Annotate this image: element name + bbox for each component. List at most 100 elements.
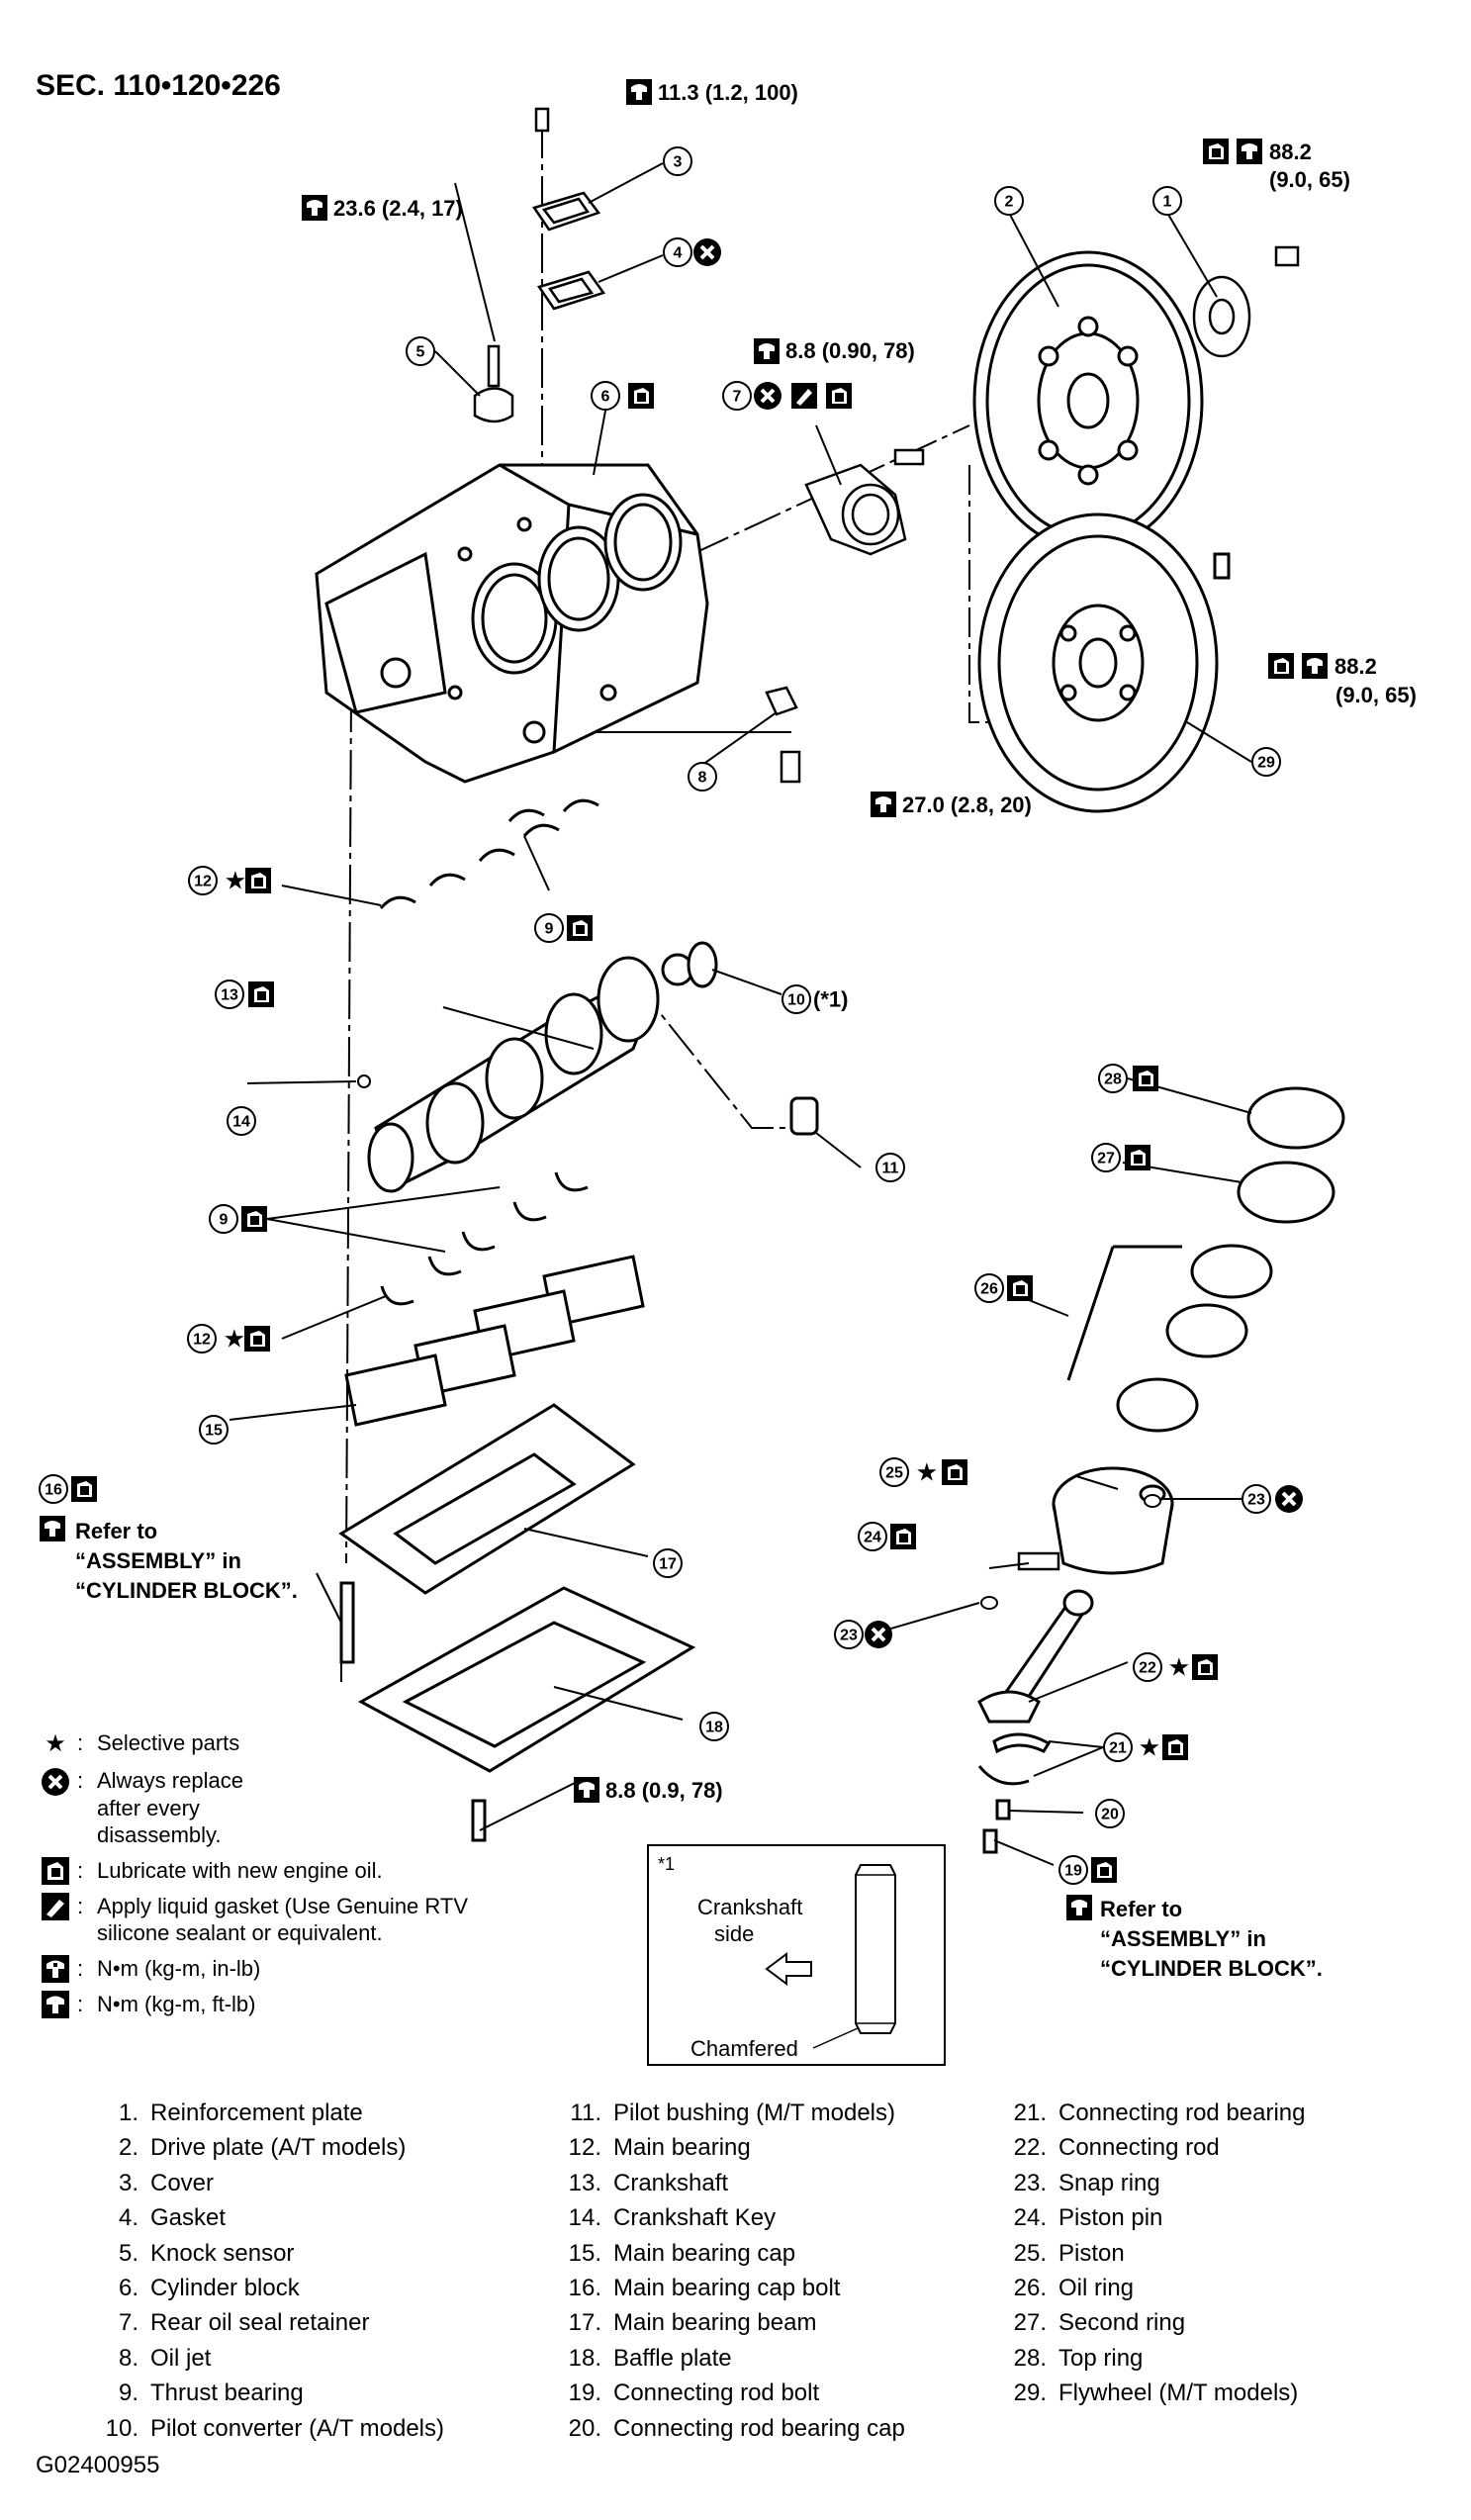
list-item: 28.Top ring	[1013, 2344, 1144, 2372]
torque-ftlb-icon	[871, 792, 896, 817]
callout-4-num: 4	[674, 245, 683, 262]
list-item: 21.Connecting rod bearing	[1013, 2100, 1306, 2126]
gasket-icon	[791, 383, 817, 409]
legend-row-gasket: : Apply liquid gasket (Use Genuine RTV s…	[34, 1892, 588, 1947]
oil-icon	[1162, 1734, 1188, 1760]
callout-5	[406, 336, 435, 366]
detail-box: *1 Crankshaft side Chamfered	[647, 1844, 946, 2066]
arrow-left-icon	[765, 1952, 812, 1986]
torque-ftlb-icon	[1237, 139, 1262, 164]
torque-ftlb-icon	[1066, 1895, 1092, 1920]
callout-8-num: 8	[698, 770, 707, 787]
callout-10-note: (*1)	[813, 987, 848, 1012]
knock-sensor-drawing	[473, 344, 514, 423]
callout-25	[879, 1457, 909, 1487]
torque-oil-jet: 27.0 (2.8, 20)	[902, 793, 1032, 817]
callout-22-num: 22	[1139, 1660, 1156, 1677]
list-item: 27.Second ring	[1013, 2309, 1186, 2337]
callout-3	[663, 146, 692, 176]
oil-icon	[1007, 1275, 1033, 1301]
callout-27-num: 27	[1097, 1151, 1115, 1167]
list-item: 14.Crankshaft Key	[568, 2204, 777, 2232]
list-item: 20.Connecting rod bearing cap	[568, 2414, 905, 2442]
refer-right-1: Refer to	[1100, 1897, 1182, 1921]
callout-14-num: 14	[232, 1114, 250, 1131]
star-12b: ★	[225, 1327, 244, 1352]
oil-icon	[567, 915, 593, 941]
list-item: 15.Main bearing cap	[568, 2239, 796, 2267]
main-axis-line	[345, 692, 352, 1564]
oil-icon	[1192, 1654, 1218, 1680]
callout-20-num: 20	[1101, 1807, 1119, 1823]
callout-13-num: 13	[221, 987, 238, 1004]
callout-24-num: 24	[864, 1530, 881, 1546]
callout-5-num: 5	[416, 344, 425, 361]
gasket-icon	[34, 1892, 77, 1920]
cylinder-block-drawing	[315, 463, 709, 784]
oil-icon	[241, 1206, 267, 1232]
callout-15-num: 15	[205, 1423, 223, 1440]
torque-drive-plate-a: 88.2	[1269, 140, 1312, 164]
lower-main-bearings	[380, 1171, 589, 1306]
callout-24	[858, 1522, 887, 1551]
callout-9b	[209, 1204, 238, 1234]
figure-id: G02400955	[36, 2452, 160, 2478]
oil-icon	[34, 1856, 77, 1885]
callout-23a-num: 23	[1247, 1492, 1265, 1509]
torque-ftlb-icon	[302, 195, 327, 221]
baffle-plate-drawing	[357, 1586, 696, 1842]
callout-28-num: 28	[1104, 1072, 1122, 1088]
callout-26-num: 26	[980, 1281, 998, 1298]
list-item: 18.Baffle plate	[568, 2344, 732, 2372]
callout-20	[1095, 1799, 1125, 1828]
callout-23b	[834, 1620, 864, 1649]
reinforcement-plate-drawing	[1192, 245, 1300, 358]
callout-19-num: 19	[1064, 1863, 1082, 1880]
callout-22	[1133, 1652, 1162, 1682]
torque-baffle: 8.8 (0.9, 78)	[605, 1778, 723, 1803]
legend-row-selective: ★ : Selective parts	[34, 1729, 588, 1759]
callout-23a	[1241, 1484, 1271, 1514]
callout-1-num: 1	[1163, 194, 1172, 211]
detail-chamfered-label: Chamfered	[690, 2036, 798, 2061]
callout-21	[1103, 1732, 1133, 1762]
snap-ring-drawing	[1144, 1494, 1161, 1508]
callout-12a-num: 12	[194, 874, 212, 890]
star-12a: ★	[226, 869, 245, 893]
callout-10-num: 10	[787, 992, 805, 1009]
parts-list-col1: 1.Reinforcement plate 2.Drive plate (A/T…	[69, 2096, 444, 2446]
oil-icon	[890, 1524, 916, 1549]
list-item: 1.Reinforcement plate	[118, 2100, 363, 2126]
torque-ftlb-icon	[1302, 653, 1328, 679]
callout-26	[974, 1273, 1004, 1303]
oil-icon	[1203, 139, 1229, 164]
list-item: 22.Connecting rod	[1013, 2134, 1220, 2162]
list-item: 3.Cover	[118, 2169, 215, 2196]
callout-16-num: 16	[45, 1482, 62, 1499]
callout-12b-num: 12	[193, 1332, 211, 1349]
oil-icon	[244, 1326, 270, 1352]
callout-21-num: 21	[1109, 1740, 1127, 1757]
legend-row-torque-ftlb: : N•m (kg-m, ft-lb)	[34, 1990, 588, 2018]
list-item: 19.Connecting rod bolt	[568, 2380, 820, 2407]
callout-11	[875, 1153, 905, 1182]
callout-18	[699, 1712, 729, 1741]
callout-8	[688, 762, 717, 792]
oil-jet-drawing	[765, 686, 801, 784]
torque-inlb-icon	[34, 1954, 77, 1983]
oil-icon	[942, 1459, 967, 1485]
callout-23b-num: 23	[840, 1628, 858, 1644]
torque-drive-plate-b: (9.0, 65)	[1269, 167, 1350, 192]
parts-list-col2: 11.Pilot bushing (M/T models) 12.Main be…	[532, 2096, 905, 2446]
torque-ftlb-icon	[626, 79, 652, 105]
callout-14	[227, 1106, 256, 1136]
callout-3-num: 3	[674, 154, 683, 171]
oil-icon	[1133, 1066, 1158, 1091]
legend-text: N•m (kg-m, ft-lb)	[97, 1991, 256, 2016]
callout-19	[1058, 1855, 1088, 1885]
gasket-drawing	[537, 270, 606, 311]
callout-28	[1098, 1064, 1128, 1093]
list-item: 23.Snap ring	[1013, 2169, 1160, 2196]
star-icon: ★	[45, 1730, 66, 1757]
